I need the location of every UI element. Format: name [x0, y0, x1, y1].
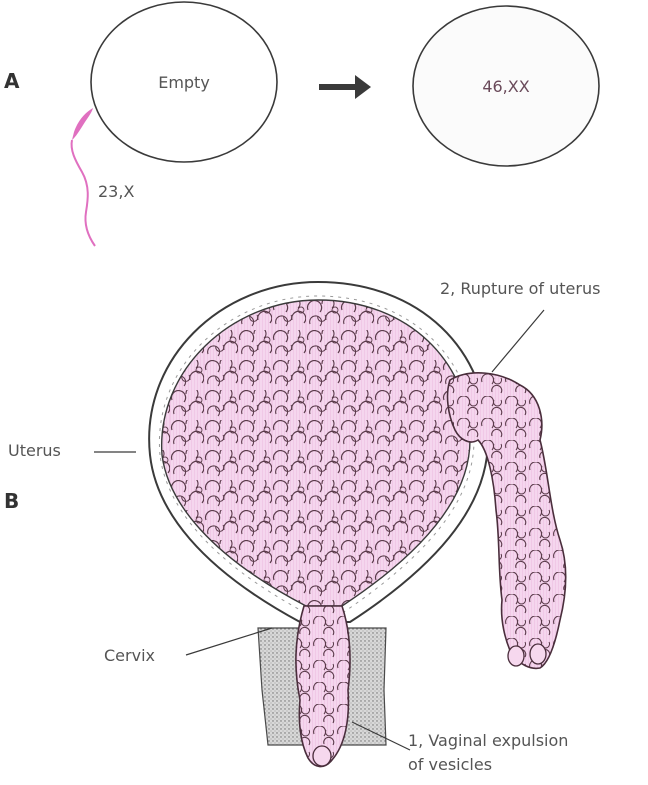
right-arrow-icon — [319, 75, 371, 99]
panel-a: A Empty 23,X 46,XX — [4, 1, 600, 247]
uterus-label: Uterus — [8, 441, 61, 460]
panel-b: B Uterus — [4, 279, 600, 774]
panel-a-letter: A — [4, 69, 20, 93]
expelled-vesicles — [295, 605, 351, 768]
expulsion-leader-line — [351, 721, 411, 751]
uterus — [148, 280, 490, 623]
panel-b-letter: B — [4, 489, 19, 513]
expulsion-label-line1: 1, Vaginal expulsion — [408, 731, 568, 750]
expulsion-label-line2: of vesicles — [408, 755, 492, 774]
sperm: 23,X — [70, 108, 134, 247]
leader-lines — [94, 309, 545, 751]
empty-ovum: Empty — [90, 1, 278, 163]
cervix-label: Cervix — [104, 646, 155, 665]
sperm-karyotype-label: 23,X — [98, 182, 134, 201]
ruptured-vesicle-mass — [446, 372, 567, 670]
complete-mole-zygote: 46,XX — [412, 5, 600, 167]
zygote-karyotype-label: 46,XX — [482, 77, 529, 96]
rupture-leader-line — [491, 309, 545, 373]
cervix-leader-line — [185, 627, 273, 656]
rupture-label: 2, Rupture of uterus — [440, 279, 600, 298]
ovum-empty-label: Empty — [158, 73, 210, 92]
